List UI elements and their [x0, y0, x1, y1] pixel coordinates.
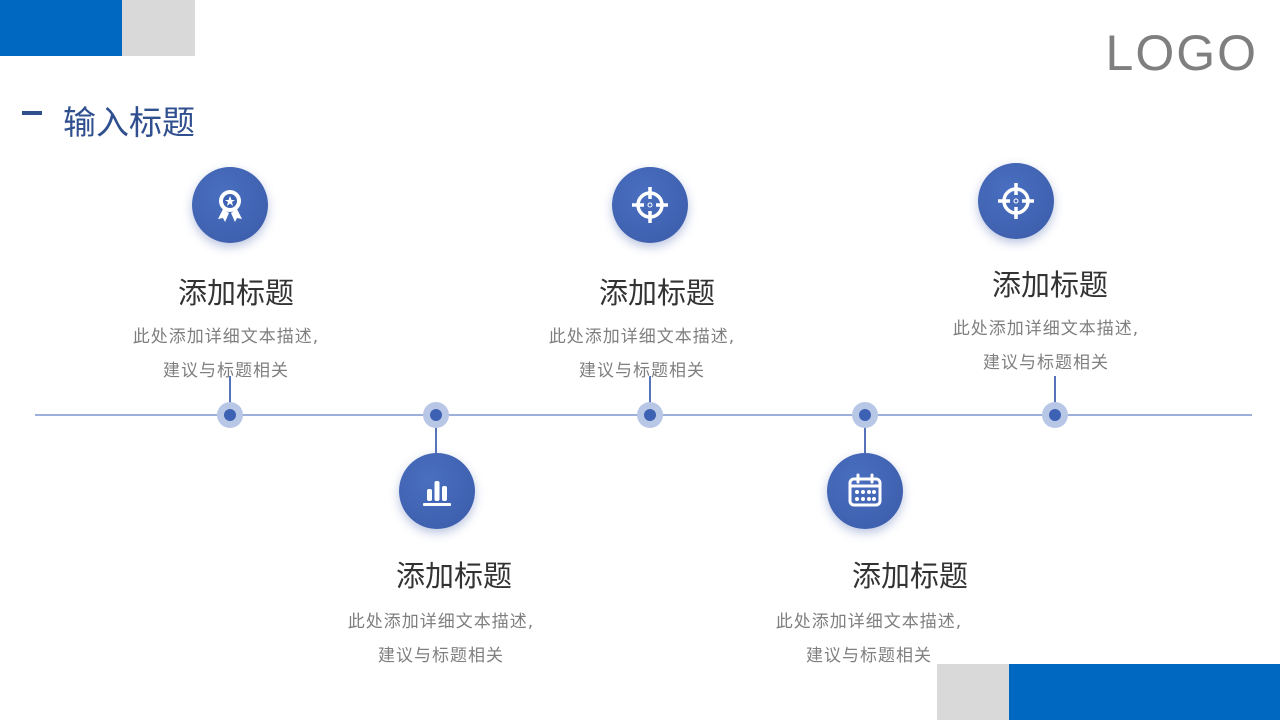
- item-description: 此处添加详细文本描述, 建议与标题相关: [348, 605, 534, 673]
- item-title: 添加标题: [991, 268, 1109, 302]
- corner-block-blue-bottom: [1009, 664, 1280, 720]
- item-description: 此处添加详细文本描述, 建议与标题相关: [953, 312, 1139, 380]
- award-ribbon-icon: [192, 167, 268, 243]
- title-dash: [22, 111, 42, 115]
- connector: [435, 415, 437, 453]
- item-title: 添加标题: [851, 559, 969, 593]
- item-description: 此处添加详细文本描述, 建议与标题相关: [133, 320, 319, 388]
- bar-chart-icon: [399, 453, 475, 529]
- connector: [649, 376, 651, 416]
- desc-line: 建议与标题相关: [579, 361, 705, 381]
- item-description: 此处添加详细文本描述, 建议与标题相关: [776, 605, 962, 673]
- corner-block-blue-top: [0, 0, 122, 56]
- desc-line: 此处添加详细文本描述,: [952, 319, 1140, 339]
- corner-block-grey-bottom: [937, 664, 1009, 720]
- calendar-icon: [827, 453, 903, 529]
- corner-block-grey-top: [122, 0, 195, 56]
- target-crosshair-icon: [978, 163, 1054, 239]
- logo: LOGO: [1105, 25, 1258, 81]
- timeline-node: [423, 402, 449, 428]
- desc-line: 建议与标题相关: [378, 646, 504, 666]
- page-title: 输入标题: [63, 103, 195, 142]
- item-title: 添加标题: [177, 276, 295, 310]
- timeline-node: [637, 402, 663, 428]
- desc-line: 建议与标题相关: [983, 353, 1109, 373]
- desc-line: 此处添加详细文本描述,: [132, 327, 320, 347]
- item-title: 添加标题: [598, 276, 716, 310]
- timeline-node: [852, 402, 878, 428]
- desc-line: 建议与标题相关: [806, 646, 932, 666]
- desc-line: 此处添加详细文本描述,: [347, 612, 535, 632]
- timeline-node: [1042, 402, 1068, 428]
- item-title: 添加标题: [395, 559, 513, 593]
- item-description: 此处添加详细文本描述, 建议与标题相关: [549, 320, 735, 388]
- desc-line: 此处添加详细文本描述,: [548, 327, 736, 347]
- desc-line: 建议与标题相关: [163, 361, 289, 381]
- connector: [1054, 376, 1056, 416]
- connector: [864, 415, 866, 453]
- timeline-node: [217, 402, 243, 428]
- desc-line: 此处添加详细文本描述,: [775, 612, 963, 632]
- connector: [229, 376, 231, 416]
- target-crosshair-icon: [612, 167, 688, 243]
